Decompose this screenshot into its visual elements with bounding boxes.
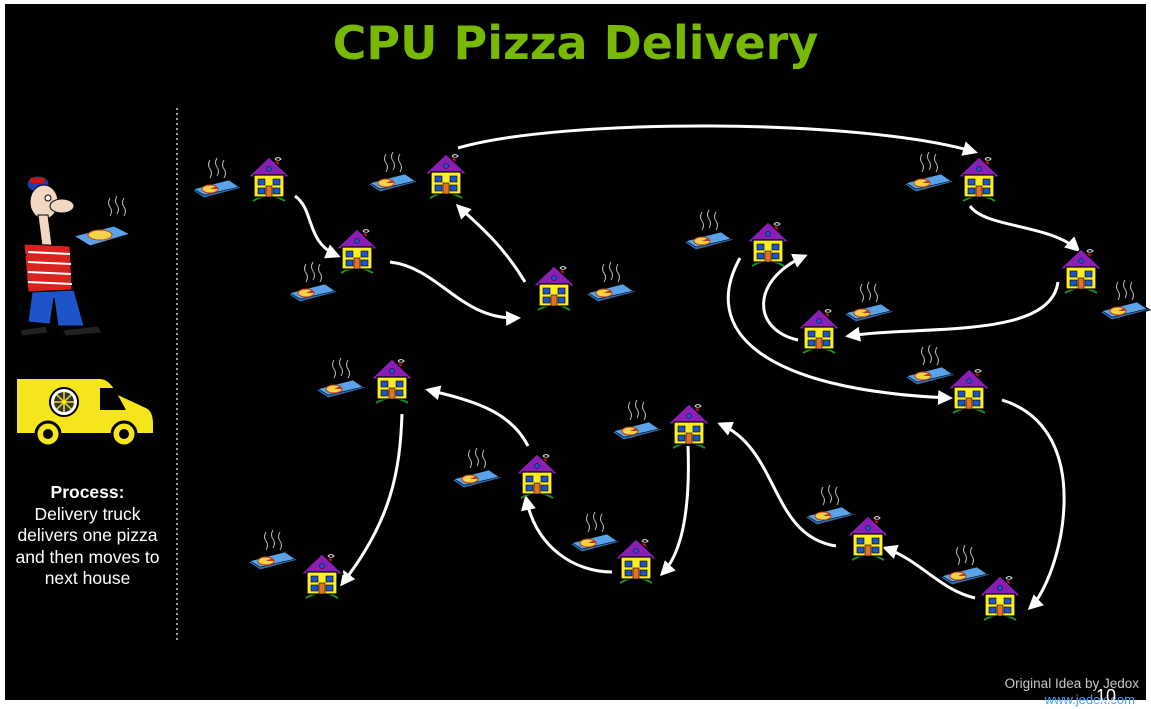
house-icon xyxy=(957,156,1001,202)
house-icon xyxy=(424,153,468,199)
house-icon xyxy=(667,403,711,449)
process-line: Delivery truck xyxy=(34,503,141,524)
pizza-box-icon xyxy=(1099,279,1151,321)
pizza-box-icon xyxy=(804,484,856,526)
pizza-box-icon xyxy=(611,399,663,441)
delivery-truck-icon xyxy=(15,377,155,448)
process-description: Process: Delivery truck delivers one piz… xyxy=(0,482,175,590)
pizza-box-icon xyxy=(683,209,735,251)
house-icon xyxy=(978,575,1022,621)
pizza-box-icon xyxy=(191,157,243,199)
pizza-box-icon xyxy=(247,529,299,571)
house-icon xyxy=(532,265,576,311)
house-icon xyxy=(515,453,559,499)
pizza-box-icon xyxy=(904,344,956,386)
page-number: 10 xyxy=(1096,686,1117,706)
pizza-box-icon xyxy=(903,151,955,193)
house-icon xyxy=(614,538,658,584)
pizza-box-icon xyxy=(315,357,367,399)
house-icon xyxy=(846,515,890,561)
delivery-man-icon xyxy=(6,175,132,337)
house-icon xyxy=(1059,248,1103,294)
pizza-box-icon xyxy=(939,544,991,586)
house-icon xyxy=(370,358,414,404)
house-icon xyxy=(797,308,841,354)
pizza-box-icon xyxy=(585,261,637,303)
house-icon xyxy=(247,156,291,202)
pizza-box-icon xyxy=(287,261,339,303)
pizza-box-icon xyxy=(569,511,621,553)
house-icon xyxy=(300,553,344,599)
pizza-box-icon xyxy=(451,447,503,489)
pizza-box-icon xyxy=(367,151,419,193)
pizza-box-icon xyxy=(843,281,895,323)
process-line: and then moves to xyxy=(15,546,160,567)
credit-text: Original Idea by Jedox xyxy=(1004,676,1139,691)
route-arrows xyxy=(294,124,1081,611)
process-heading: Process: xyxy=(50,482,125,502)
house-icon xyxy=(335,228,379,274)
page-title: CPU Pizza Delivery xyxy=(332,16,819,70)
credit-url: www.jedox.com xyxy=(1044,692,1135,707)
process-line: next house xyxy=(44,568,131,588)
house-icon xyxy=(746,221,790,267)
process-line: delivers one pizza xyxy=(17,525,158,545)
